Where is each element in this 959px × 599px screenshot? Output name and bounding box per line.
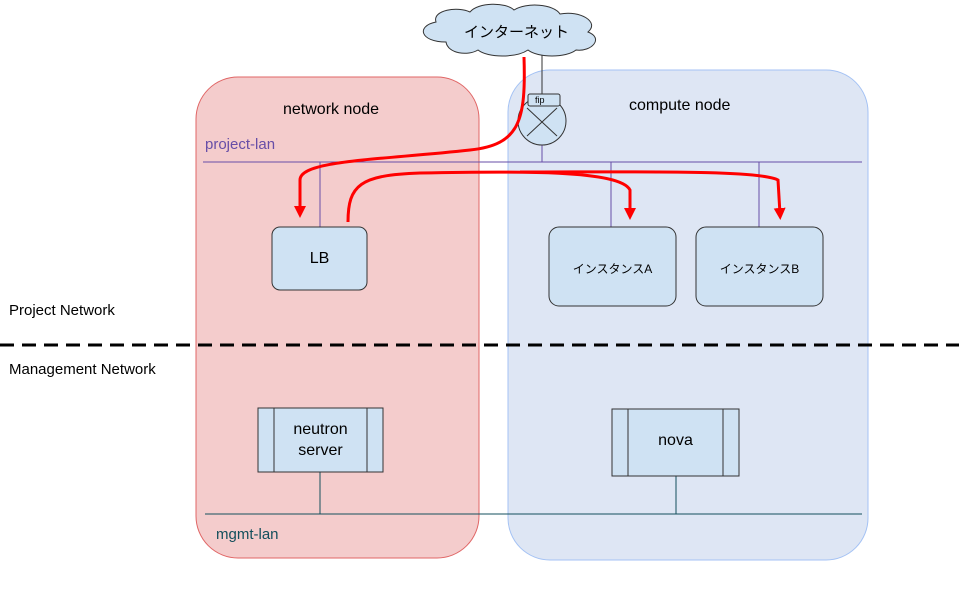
neutron-label-line1: neutron — [293, 421, 348, 438]
nova-label: nova — [658, 432, 693, 449]
management-network-label: Management Network — [9, 361, 156, 378]
nova-box — [611, 408, 740, 477]
instance-b-label: インスタンスB — [719, 262, 800, 276]
instance-a-label: インスタンスA — [572, 262, 653, 276]
internet-label: インターネット — [464, 24, 570, 41]
project-network-label: Project Network — [9, 302, 115, 319]
traffic-arrow-to-lb — [294, 56, 526, 218]
fip-label: fip — [535, 95, 545, 105]
neutron-label-line2: server — [298, 442, 343, 459]
cloud-icon — [423, 3, 596, 57]
instance-b-box — [695, 226, 824, 307]
lb-label: LB — [309, 250, 330, 267]
project-lan-label: project-lan — [205, 136, 276, 153]
neutron-server-box — [257, 407, 384, 473]
traffic-arrow-to-instance-a — [346, 170, 636, 223]
router-x-2 — [526, 107, 558, 137]
instance-a-box — [548, 226, 677, 307]
lb-box — [271, 226, 368, 291]
fip-tag — [527, 93, 561, 107]
network-node-title: network node — [283, 101, 380, 118]
mgmt-lan-label: mgmt-lan — [216, 526, 279, 543]
traffic-arrow-to-instance-b — [519, 170, 786, 220]
compute-node-title: compute node — [629, 97, 731, 114]
compute-node-zone — [507, 69, 869, 561]
